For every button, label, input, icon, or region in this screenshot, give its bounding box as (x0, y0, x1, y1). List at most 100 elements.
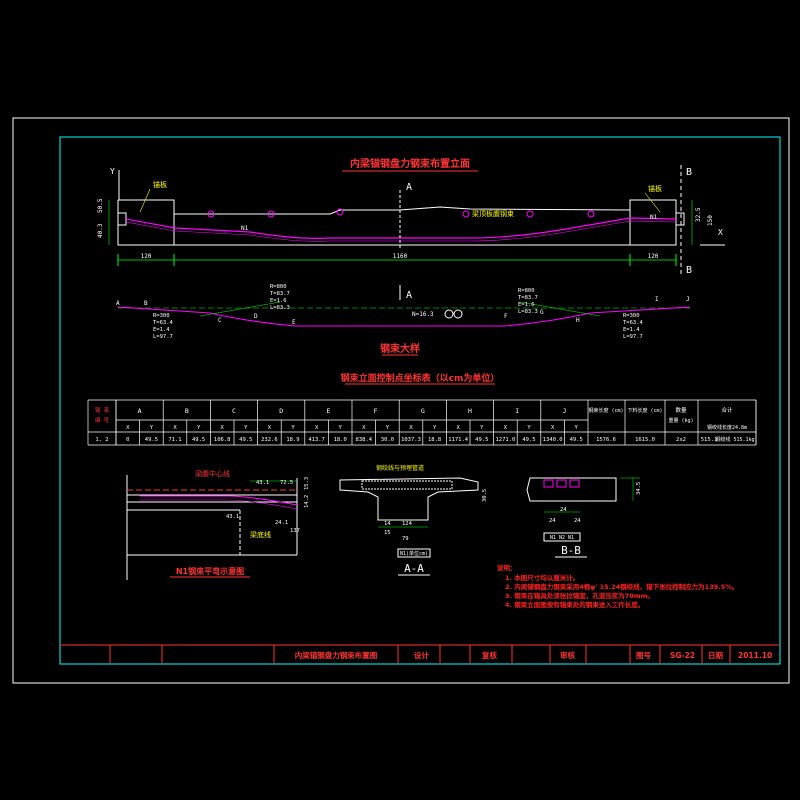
x-axis-label: X (718, 228, 723, 237)
table-cell-x: 1340.0 (543, 437, 563, 443)
table-y-header: Y (575, 425, 579, 431)
tb-date: 2011.10 (738, 651, 772, 660)
table-x-header: X (173, 425, 177, 431)
plan-dim-2: 72.5 (280, 480, 293, 486)
pt-j: J (686, 296, 690, 303)
section-bb: 34.5 24 24 24 N1 N2 N1 B-B (526, 477, 642, 558)
lcb-l: L=83.3 (270, 305, 290, 311)
pt-d: D (254, 313, 258, 320)
plan-detail: 梁腹中心线 梁底线 43.1 72.5 43.1 24.1 137 15.3 1… (126, 469, 310, 580)
plan-side-label: 梁底线 (250, 530, 271, 539)
table-cell-x: 413.7 (308, 437, 325, 443)
right-dim-2: 150 (707, 215, 714, 226)
left-curve-a-params: R=300 T=63.4 E=1.4 L=97.7 (153, 313, 174, 340)
tb-drawing-name: 内梁锚钢盘力钢束布置图 (295, 650, 378, 660)
tb-no-label: 图号 (636, 651, 651, 660)
table-cell-x: 838.4 (356, 437, 373, 443)
hole-6 (587, 210, 595, 218)
aa-dim-1: 14 (384, 521, 391, 527)
table-cell-x: 1171.4 (448, 437, 469, 443)
left-curve-b-params: R=800 T=83.7 E=1.6 L=83.3 (270, 284, 290, 311)
right-anchor-leader (644, 192, 661, 213)
table-head-qty: 数量 (675, 406, 687, 414)
rcb-t: T=83.7 (518, 295, 538, 301)
n1-right-label: N1 (650, 214, 658, 221)
tb-no: SG-22 (670, 651, 695, 660)
table-total-1: 钢绞线长度24.8m (707, 424, 747, 431)
aa-label: 钢绞线与预埋管道 (376, 464, 424, 472)
pt-a: A (116, 300, 120, 307)
rcb-r: R=800 (518, 288, 535, 294)
left-anchor-leader (139, 188, 151, 213)
tb-text: 内梁锚钢盘力钢束布置图 设计 复核 审核 图号 SG-22 日期 2011.10 (295, 650, 772, 660)
aa-outline (339, 477, 479, 521)
pt-h: H (576, 317, 580, 324)
hole-3 (336, 208, 344, 216)
table-y-header: Y (527, 425, 531, 431)
bb-duct-1 (543, 479, 554, 488)
table-row-qty: 2x2 (676, 437, 686, 443)
title-block: 内梁锚钢盘力钢束布置图 设计 复核 审核 图号 SG-22 日期 2011.10 (60, 644, 780, 664)
table-cell-x: 0 (126, 437, 129, 443)
table-cell-x: 71.1 (168, 437, 181, 443)
profile-mid-label: N=16.3 (412, 311, 434, 318)
section-b-top: B (686, 167, 692, 178)
lca-e: E=1.4 (153, 327, 170, 333)
rca-l: L=97.7 (623, 334, 643, 340)
table-x-header: X (315, 425, 319, 431)
right-curve-a-params: R=300 T=63.4 E=1.4 L=97.7 (623, 313, 644, 340)
table-x-header: X (221, 425, 225, 431)
n1-left-label: N1 (241, 225, 249, 232)
aa-dim-2: 124 (402, 521, 413, 527)
table-row-id: 1, 2 (95, 437, 108, 443)
table-point-header: J (562, 407, 566, 415)
table-cell-x: 1271.0 (495, 437, 515, 443)
rca-r: R=300 (623, 313, 640, 319)
table-cell-y: 18.9 (286, 437, 299, 443)
table-head-cut: 下料长度 (cm) (627, 407, 662, 414)
left-anchor-box (117, 212, 127, 226)
tb-design: 设计 (414, 650, 429, 660)
lca-r: R=300 (153, 313, 170, 319)
table-x-header: X (551, 425, 555, 431)
tendon-line-2 (125, 220, 677, 242)
plan-dim-5: 137 (290, 528, 300, 534)
bb-outline (526, 477, 617, 502)
plan-dim-7: 14.2 (304, 495, 310, 508)
section-b-bottom: B (686, 265, 692, 276)
pt-i: I (655, 296, 659, 303)
tendon-profile: A B C D E F G H I J R=300 T=63.4 E=1.4 L… (116, 284, 691, 356)
pt-g: G (540, 309, 544, 316)
note-1: 1. 本图尺寸均以厘米计。 (505, 573, 579, 582)
table-head-note: 合计 (721, 406, 733, 414)
table-x-header: X (504, 425, 508, 431)
y-axis-label: Y (110, 167, 115, 176)
plan-dim-6: 15.3 (304, 477, 310, 490)
plan-dim-1: 43.1 (256, 480, 269, 486)
profile-title: 钢束大样 (380, 342, 420, 355)
table-point-header: H (468, 407, 472, 415)
pt-b: B (144, 300, 148, 307)
table-cell-y: 49.5 (192, 437, 205, 443)
lca-l: L=97.7 (153, 334, 173, 340)
right-dim-1: 32.5 (695, 207, 702, 222)
tb-check: 复核 (481, 650, 497, 660)
tendon-line (125, 217, 677, 239)
notes: 说明： 1. 本图尺寸均以厘米计。 2. 内梁锚钢盘力钢束采用4根φ' 15.2… (497, 563, 738, 609)
table-y-header: Y (480, 425, 484, 431)
table-x-header: X (457, 425, 461, 431)
plan-tendon-2 (140, 499, 298, 510)
circle-marker-1 (444, 309, 454, 319)
lcb-e: E=1.6 (270, 298, 287, 304)
table-point-header: G (421, 407, 425, 415)
lca-t: T=63.4 (153, 320, 174, 326)
table-x-header: X (126, 425, 130, 431)
table-cell-y: 49.5 (145, 437, 158, 443)
pt-e: E (292, 319, 296, 326)
lcb-r: R=800 (270, 284, 287, 290)
left-anchor-label: 锚板 (153, 180, 167, 189)
profile-tangent-right (519, 301, 601, 317)
table-cell-x: 1037.3 (401, 437, 421, 443)
